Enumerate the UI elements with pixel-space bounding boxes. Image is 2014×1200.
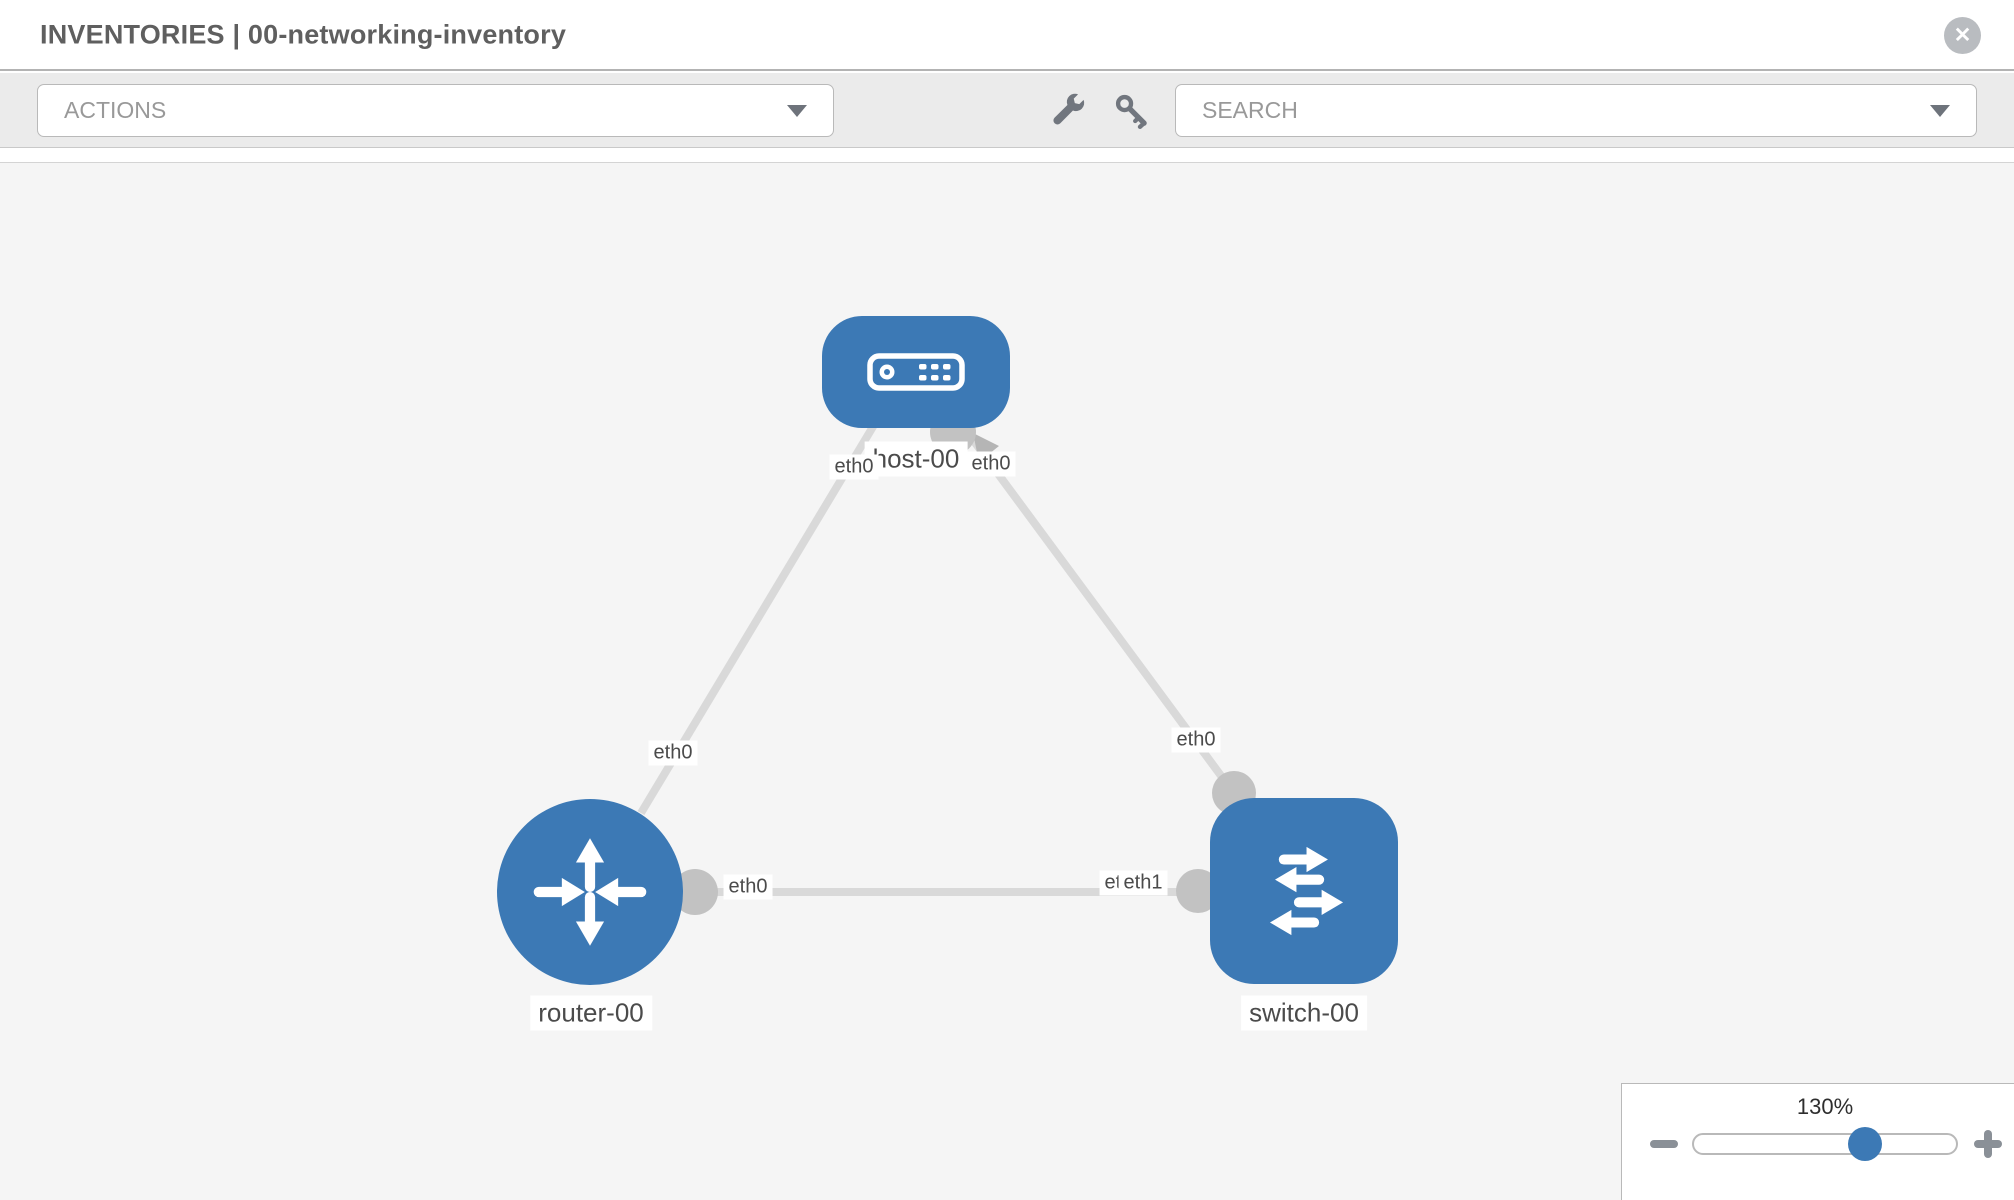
if-label-host-eth0-left: eth0 [829,454,879,480]
topology-canvas[interactable]: host-00 router-00 switch-00 eth0 eth0 et… [0,162,2014,1200]
caret-down-icon [787,104,807,117]
key-button[interactable] [1113,92,1150,129]
node-host-00[interactable] [822,316,1010,428]
close-icon: ✕ [1953,24,1972,47]
toolbar: ACTIONS SEARCH [0,73,2014,148]
wrench-button[interactable] [1050,92,1087,129]
header: INVENTORIES | 00-networking-inventory ✕ [0,0,2014,71]
if-label-router-eth0: eth0 [723,874,773,900]
actions-dropdown-label: ACTIONS [64,97,167,123]
node-label-host: host-00 [864,441,968,477]
search-dropdown[interactable]: SEARCH [1175,84,1977,137]
zoom-out-button[interactable] [1644,1126,1684,1162]
zoom-in-button[interactable] [1968,1126,2008,1162]
if-label-host-eth0-right: eth0 [966,451,1016,477]
node-router-00[interactable] [497,799,683,985]
caret-down-icon [1930,104,1950,117]
node-label-router: router-00 [530,995,652,1031]
switch-icon [1269,846,1344,936]
zoom-level-value: 130% [1796,1094,1854,1119]
page-title: INVENTORIES | 00-networking-inventory [40,19,567,49]
zoom-slider-handle[interactable] [1848,1127,1882,1161]
if-label-switch-link-eth0: eth0 [1171,727,1221,753]
port-router-eth0 [672,869,718,915]
node-label-switch: switch-00 [1241,995,1367,1031]
wrench-icon [1053,93,1085,125]
node-switch-00[interactable] [1210,798,1398,984]
close-button[interactable]: ✕ [1944,17,1981,54]
search-placeholder: SEARCH [1202,97,1298,123]
if-label-switch-eth1: eth1 [1118,870,1168,896]
host-icon [867,353,965,391]
minus-icon [1650,1140,1678,1148]
zoom-slider-track[interactable] [1692,1133,1958,1155]
actions-dropdown[interactable]: ACTIONS [37,84,834,137]
router-icon [533,838,647,946]
links-layer [637,409,1256,915]
plus-icon [1984,1130,1992,1158]
port-switch-eth1 [1176,869,1220,913]
if-label-router-link-eth0: eth0 [648,740,698,766]
zoom-panel: 130% [1621,1083,2014,1200]
key-icon [1115,94,1147,129]
